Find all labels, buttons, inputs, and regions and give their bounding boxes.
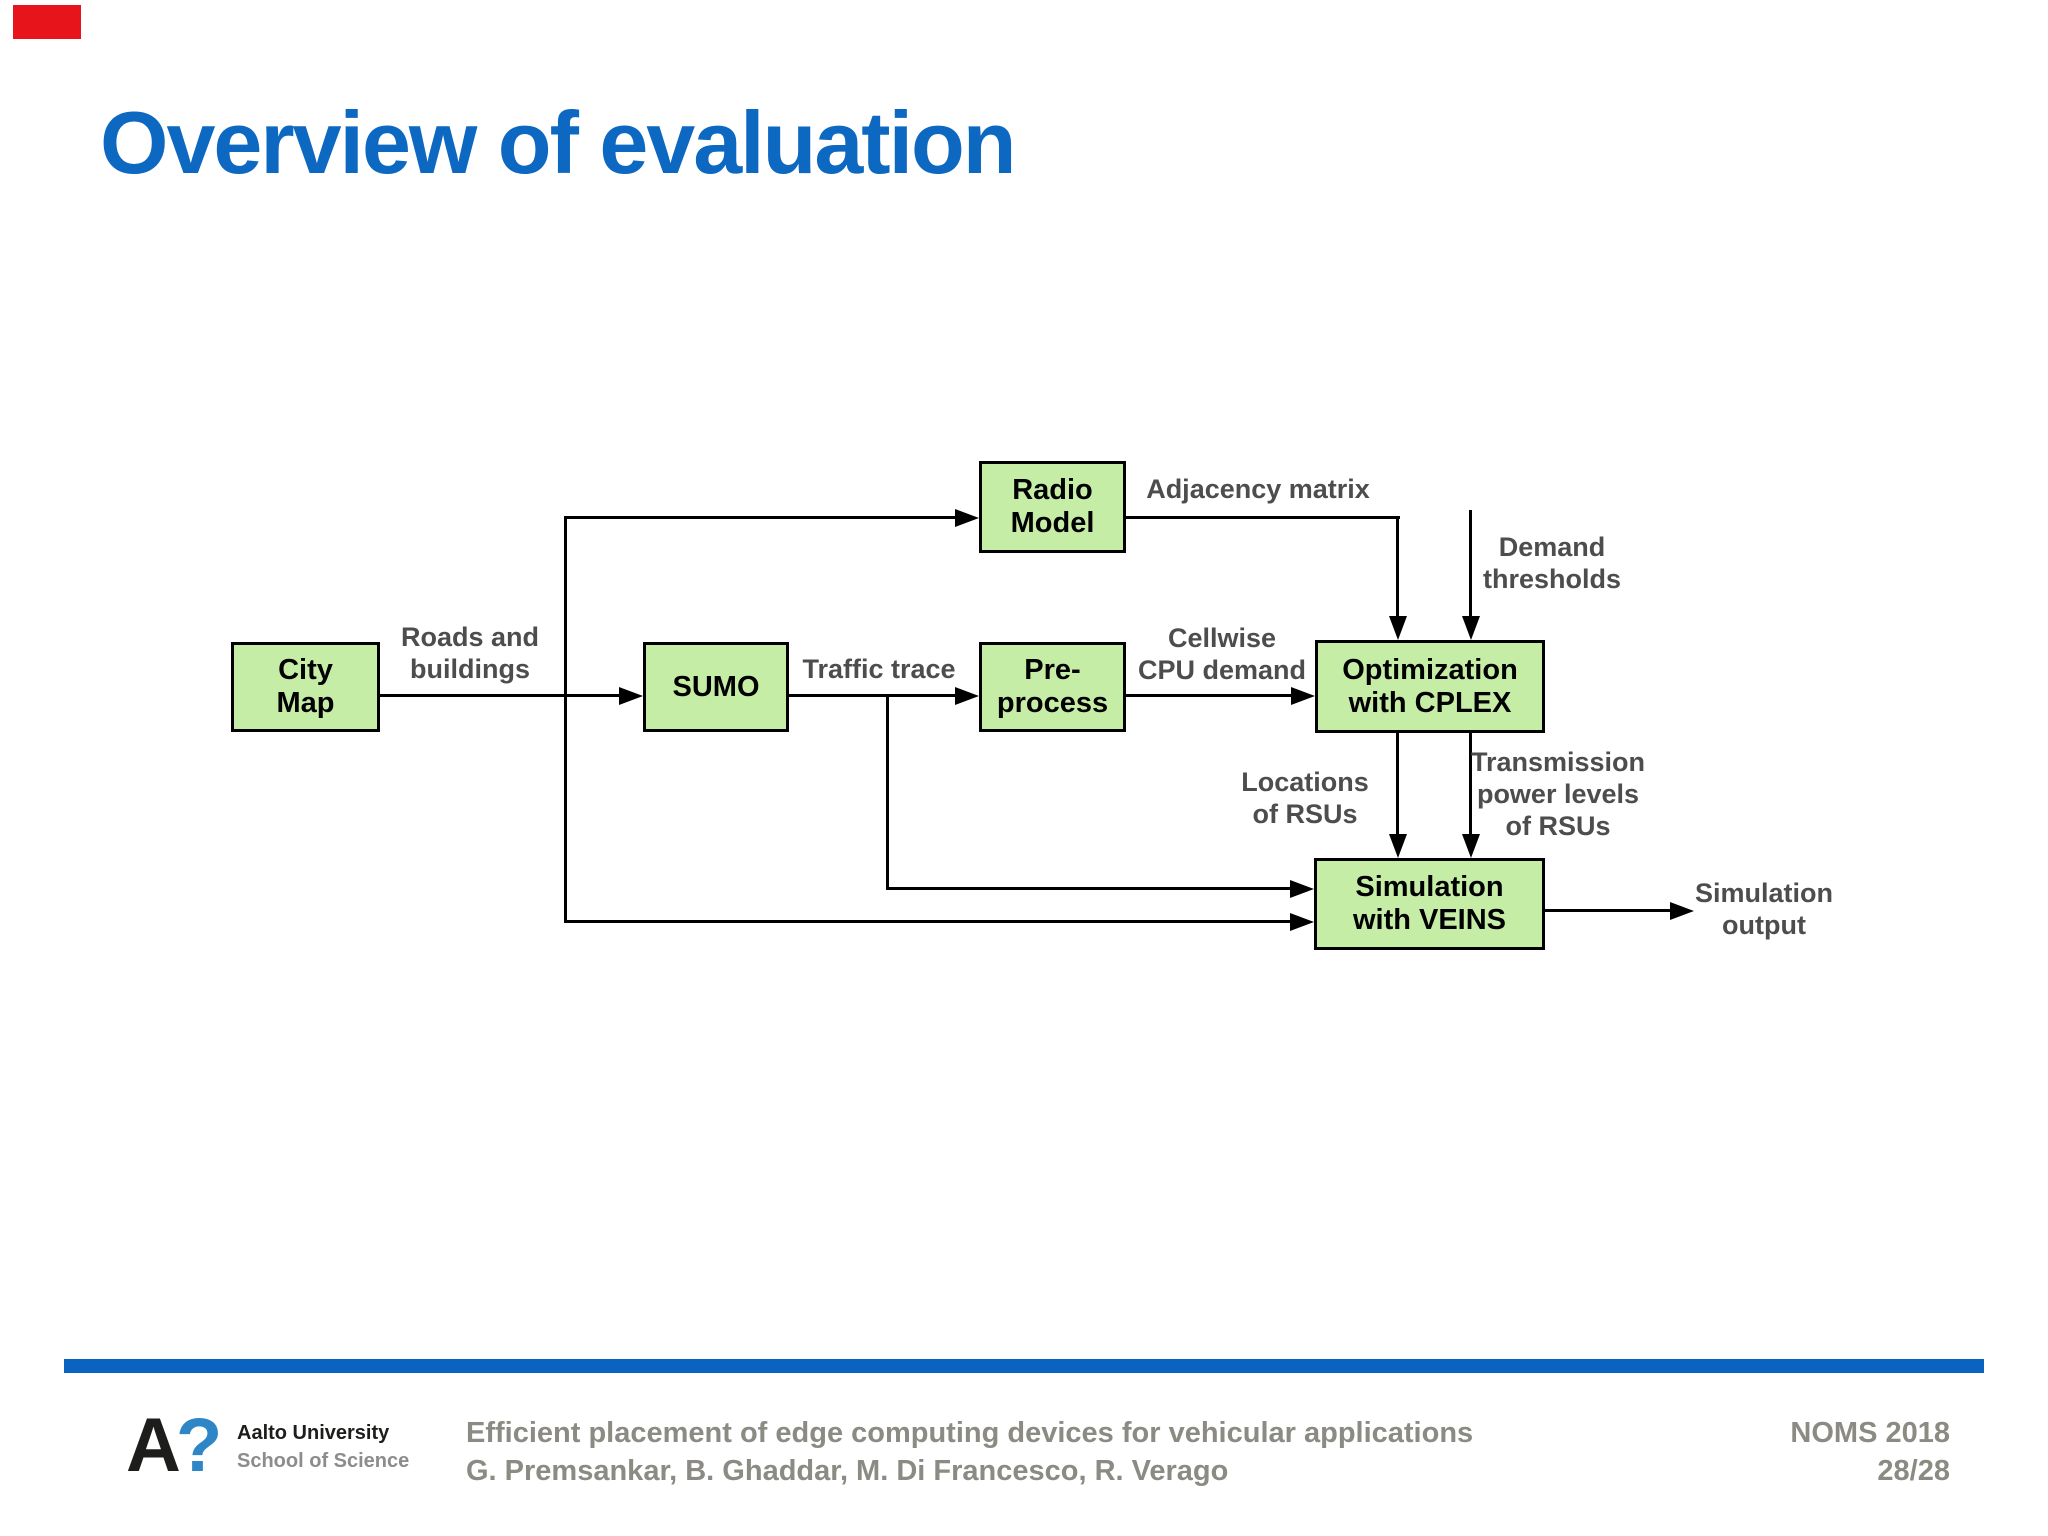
red-corner-mark bbox=[13, 5, 81, 39]
node-radio-model: Radio Model bbox=[979, 461, 1126, 553]
aalto-logo: A? bbox=[126, 1408, 222, 1484]
connector-traffictrace-to-simulation bbox=[886, 887, 1298, 890]
connector-traffictrace-branch-vertical bbox=[886, 696, 889, 889]
connector-preprocess-to-optimization bbox=[1126, 694, 1298, 697]
edge-label-demand-thresholds: Demand thresholds bbox=[1483, 531, 1621, 595]
connector-demand-thresholds-vertical bbox=[1469, 510, 1472, 620]
footer-venue: NOMS 2018 bbox=[1790, 1417, 1950, 1449]
edge-label-line: Locations bbox=[1241, 767, 1369, 797]
arrowhead-into-simulation-upper bbox=[1290, 880, 1314, 898]
footer-venue-info: NOMS 2018 28/28 bbox=[1790, 1414, 1950, 1490]
node-optimization-cplex: Optimization with CPLEX bbox=[1315, 640, 1545, 733]
node-simulation-veins: Simulation with VEINS bbox=[1314, 858, 1545, 950]
edge-label-locations-of-rsus: Locations of RSUs bbox=[1241, 766, 1369, 830]
node-label: Simulation bbox=[1355, 871, 1504, 903]
edge-label-line: buildings bbox=[410, 654, 530, 684]
arrowhead-into-preprocess bbox=[955, 687, 979, 705]
edge-label-line: of RSUs bbox=[1505, 811, 1611, 841]
edge-label-simulation-output: Simulation output bbox=[1695, 877, 1833, 941]
school-of-science-label: School of Science bbox=[237, 1450, 410, 1472]
node-label: Pre- bbox=[1024, 654, 1081, 686]
edge-label-line: Simulation bbox=[1694, 878, 1834, 908]
edge-label-line: Demand bbox=[1498, 532, 1606, 562]
edge-label-line: thresholds bbox=[1482, 564, 1622, 594]
node-label: City bbox=[278, 654, 333, 686]
node-label: SUMO bbox=[672, 670, 760, 703]
edge-label-line: Adjacency matrix bbox=[1146, 474, 1370, 504]
connector-citymap-to-sumo bbox=[380, 694, 625, 697]
edge-label-adjacency-matrix: Adjacency matrix bbox=[1146, 473, 1370, 505]
connector-locations-vertical bbox=[1396, 733, 1399, 836]
footer-divider-bar bbox=[64, 1359, 1984, 1373]
footer-deck-info: Efficient placement of edge computing de… bbox=[466, 1414, 1473, 1490]
arrowhead-into-sumo bbox=[619, 687, 643, 705]
node-label: with CPLEX bbox=[1348, 686, 1512, 719]
edge-label-line: Transmission bbox=[1470, 747, 1646, 777]
arrowhead-demand-into-optimization bbox=[1462, 616, 1480, 640]
edge-label-line: power levels bbox=[1476, 779, 1640, 809]
node-label: Optimization bbox=[1342, 653, 1518, 686]
aalto-logo-question-mark: ? bbox=[175, 1403, 222, 1488]
arrowhead-into-radio-model bbox=[955, 509, 979, 527]
edge-label-transmission-power-levels: Transmission power levels of RSUs bbox=[1471, 746, 1645, 842]
node-label: Model bbox=[1010, 507, 1095, 539]
connector-branch-vertical bbox=[564, 516, 567, 923]
edge-label-line: Traffic trace bbox=[802, 654, 956, 684]
edge-label-traffic-trace: Traffic trace bbox=[802, 653, 955, 685]
connector-adjacency-vertical bbox=[1396, 516, 1399, 620]
edge-label-line: output bbox=[1722, 910, 1806, 940]
node-label: Radio bbox=[1012, 474, 1093, 506]
arrowhead-locations-into-simulation bbox=[1389, 834, 1407, 858]
footer-authors: G. Premsankar, B. Ghaddar, M. Di Frances… bbox=[466, 1455, 1229, 1487]
aalto-university-label: Aalto University bbox=[237, 1422, 390, 1444]
edge-label-cellwise-cpu-demand: Cellwise CPU demand bbox=[1138, 622, 1306, 686]
edge-label-line: Roads and bbox=[400, 622, 540, 652]
connector-sumo-to-preprocess bbox=[789, 694, 962, 697]
arrowhead-into-simulation-lower bbox=[1290, 913, 1314, 931]
aalto-org-text: Aalto University School of Science bbox=[237, 1419, 409, 1475]
node-city-map: City Map bbox=[231, 642, 380, 732]
connector-power-levels-vertical bbox=[1469, 733, 1472, 836]
connector-to-radio-model bbox=[564, 516, 962, 519]
node-label: with VEINS bbox=[1352, 904, 1507, 936]
footer-deck-title: Efficient placement of edge computing de… bbox=[466, 1417, 1474, 1449]
aalto-logo-a: A bbox=[126, 1403, 181, 1488]
node-label: process bbox=[996, 687, 1109, 719]
arrowhead-adjacency-into-optimization bbox=[1389, 616, 1407, 640]
node-label: Map bbox=[276, 687, 335, 719]
edge-label-roads-and-buildings: Roads and buildings bbox=[401, 621, 539, 685]
page-title: Overview of evaluation bbox=[100, 93, 1017, 192]
arrowhead-into-optimization-left bbox=[1291, 687, 1315, 705]
connector-citymap-to-simulation bbox=[564, 920, 1298, 923]
edge-label-line: Cellwise bbox=[1167, 623, 1277, 653]
arrowhead-power-into-simulation bbox=[1462, 834, 1480, 858]
edge-label-line: of RSUs bbox=[1252, 799, 1358, 829]
node-sumo: SUMO bbox=[643, 642, 789, 732]
connector-simulation-output bbox=[1545, 909, 1675, 912]
node-pre-process: Pre- process bbox=[979, 642, 1126, 732]
connector-radiomodel-output bbox=[1126, 516, 1400, 519]
footer-page-number: 28/28 bbox=[1877, 1455, 1950, 1487]
edge-label-line: CPU demand bbox=[1137, 655, 1307, 685]
arrowhead-simulation-output bbox=[1670, 902, 1694, 920]
